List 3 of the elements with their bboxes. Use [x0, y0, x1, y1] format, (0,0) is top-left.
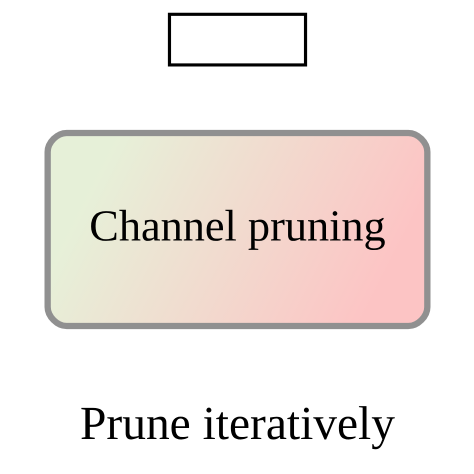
label: Prune iteratively: [80, 398, 394, 450]
node-box: [167, 12, 307, 67]
node-box: Channel pruning: [44, 130, 430, 330]
